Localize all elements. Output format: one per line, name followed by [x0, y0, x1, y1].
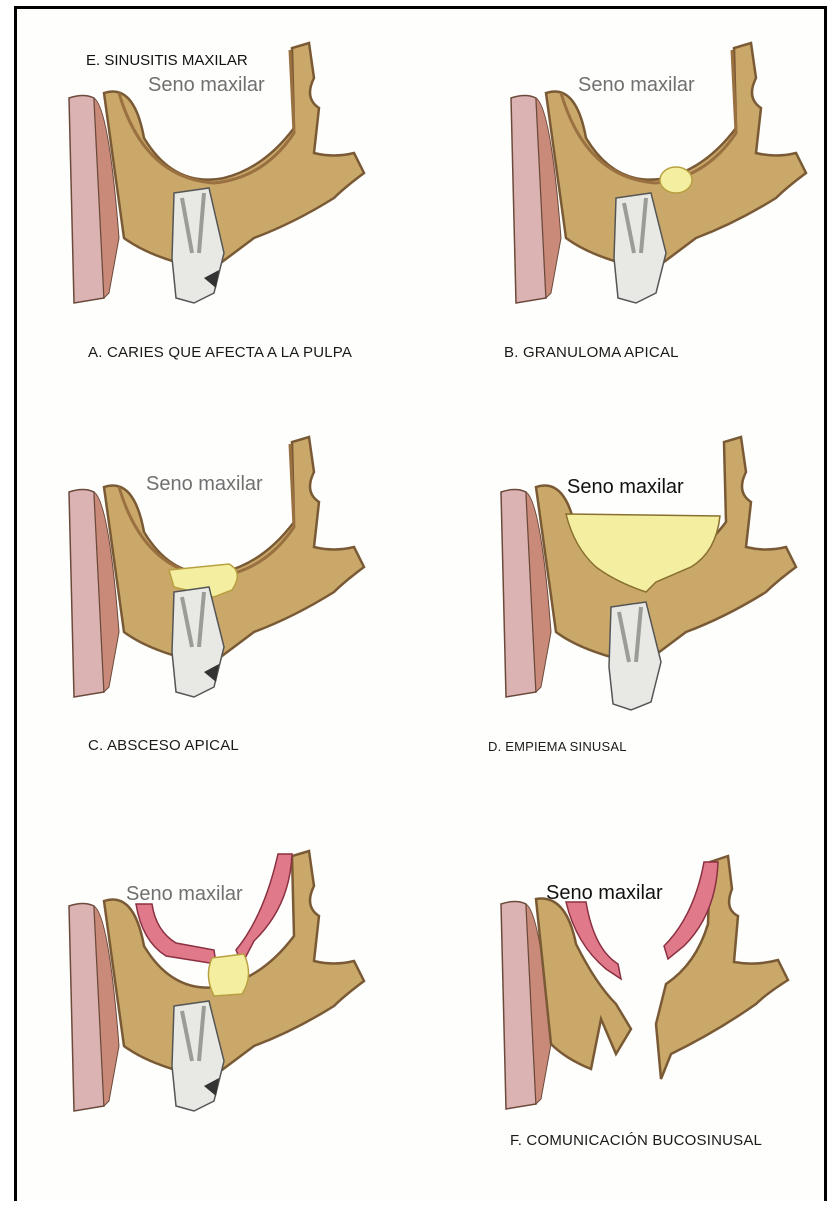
panel-a-sinus-label: Seno maxilar [148, 74, 265, 97]
panel-a-caption: A. CARIES QUE AFECTA A LA PULPA [88, 344, 352, 361]
panel-b-sinus-label: Seno maxilar [578, 74, 695, 97]
panel-c-caption: C. ABSCESO APICAL [88, 737, 239, 754]
panel-e-sinus-label: Seno maxilar [126, 883, 243, 906]
panel-f-sinus-label: Seno maxilar [546, 882, 663, 905]
panel-f-caption: F. COMUNICACIÓN BUCOSINUSAL [510, 1132, 762, 1149]
panel-d-sinus-label: Seno maxilar [567, 476, 684, 499]
panel-d-caption: D. EMPIEMA SINUSAL [488, 739, 627, 754]
panel-c-sinus-label: Seno maxilar [146, 473, 263, 496]
panel-b-caption: B. GRANULOMA APICAL [504, 344, 679, 361]
panel-d-illustration [496, 432, 806, 712]
